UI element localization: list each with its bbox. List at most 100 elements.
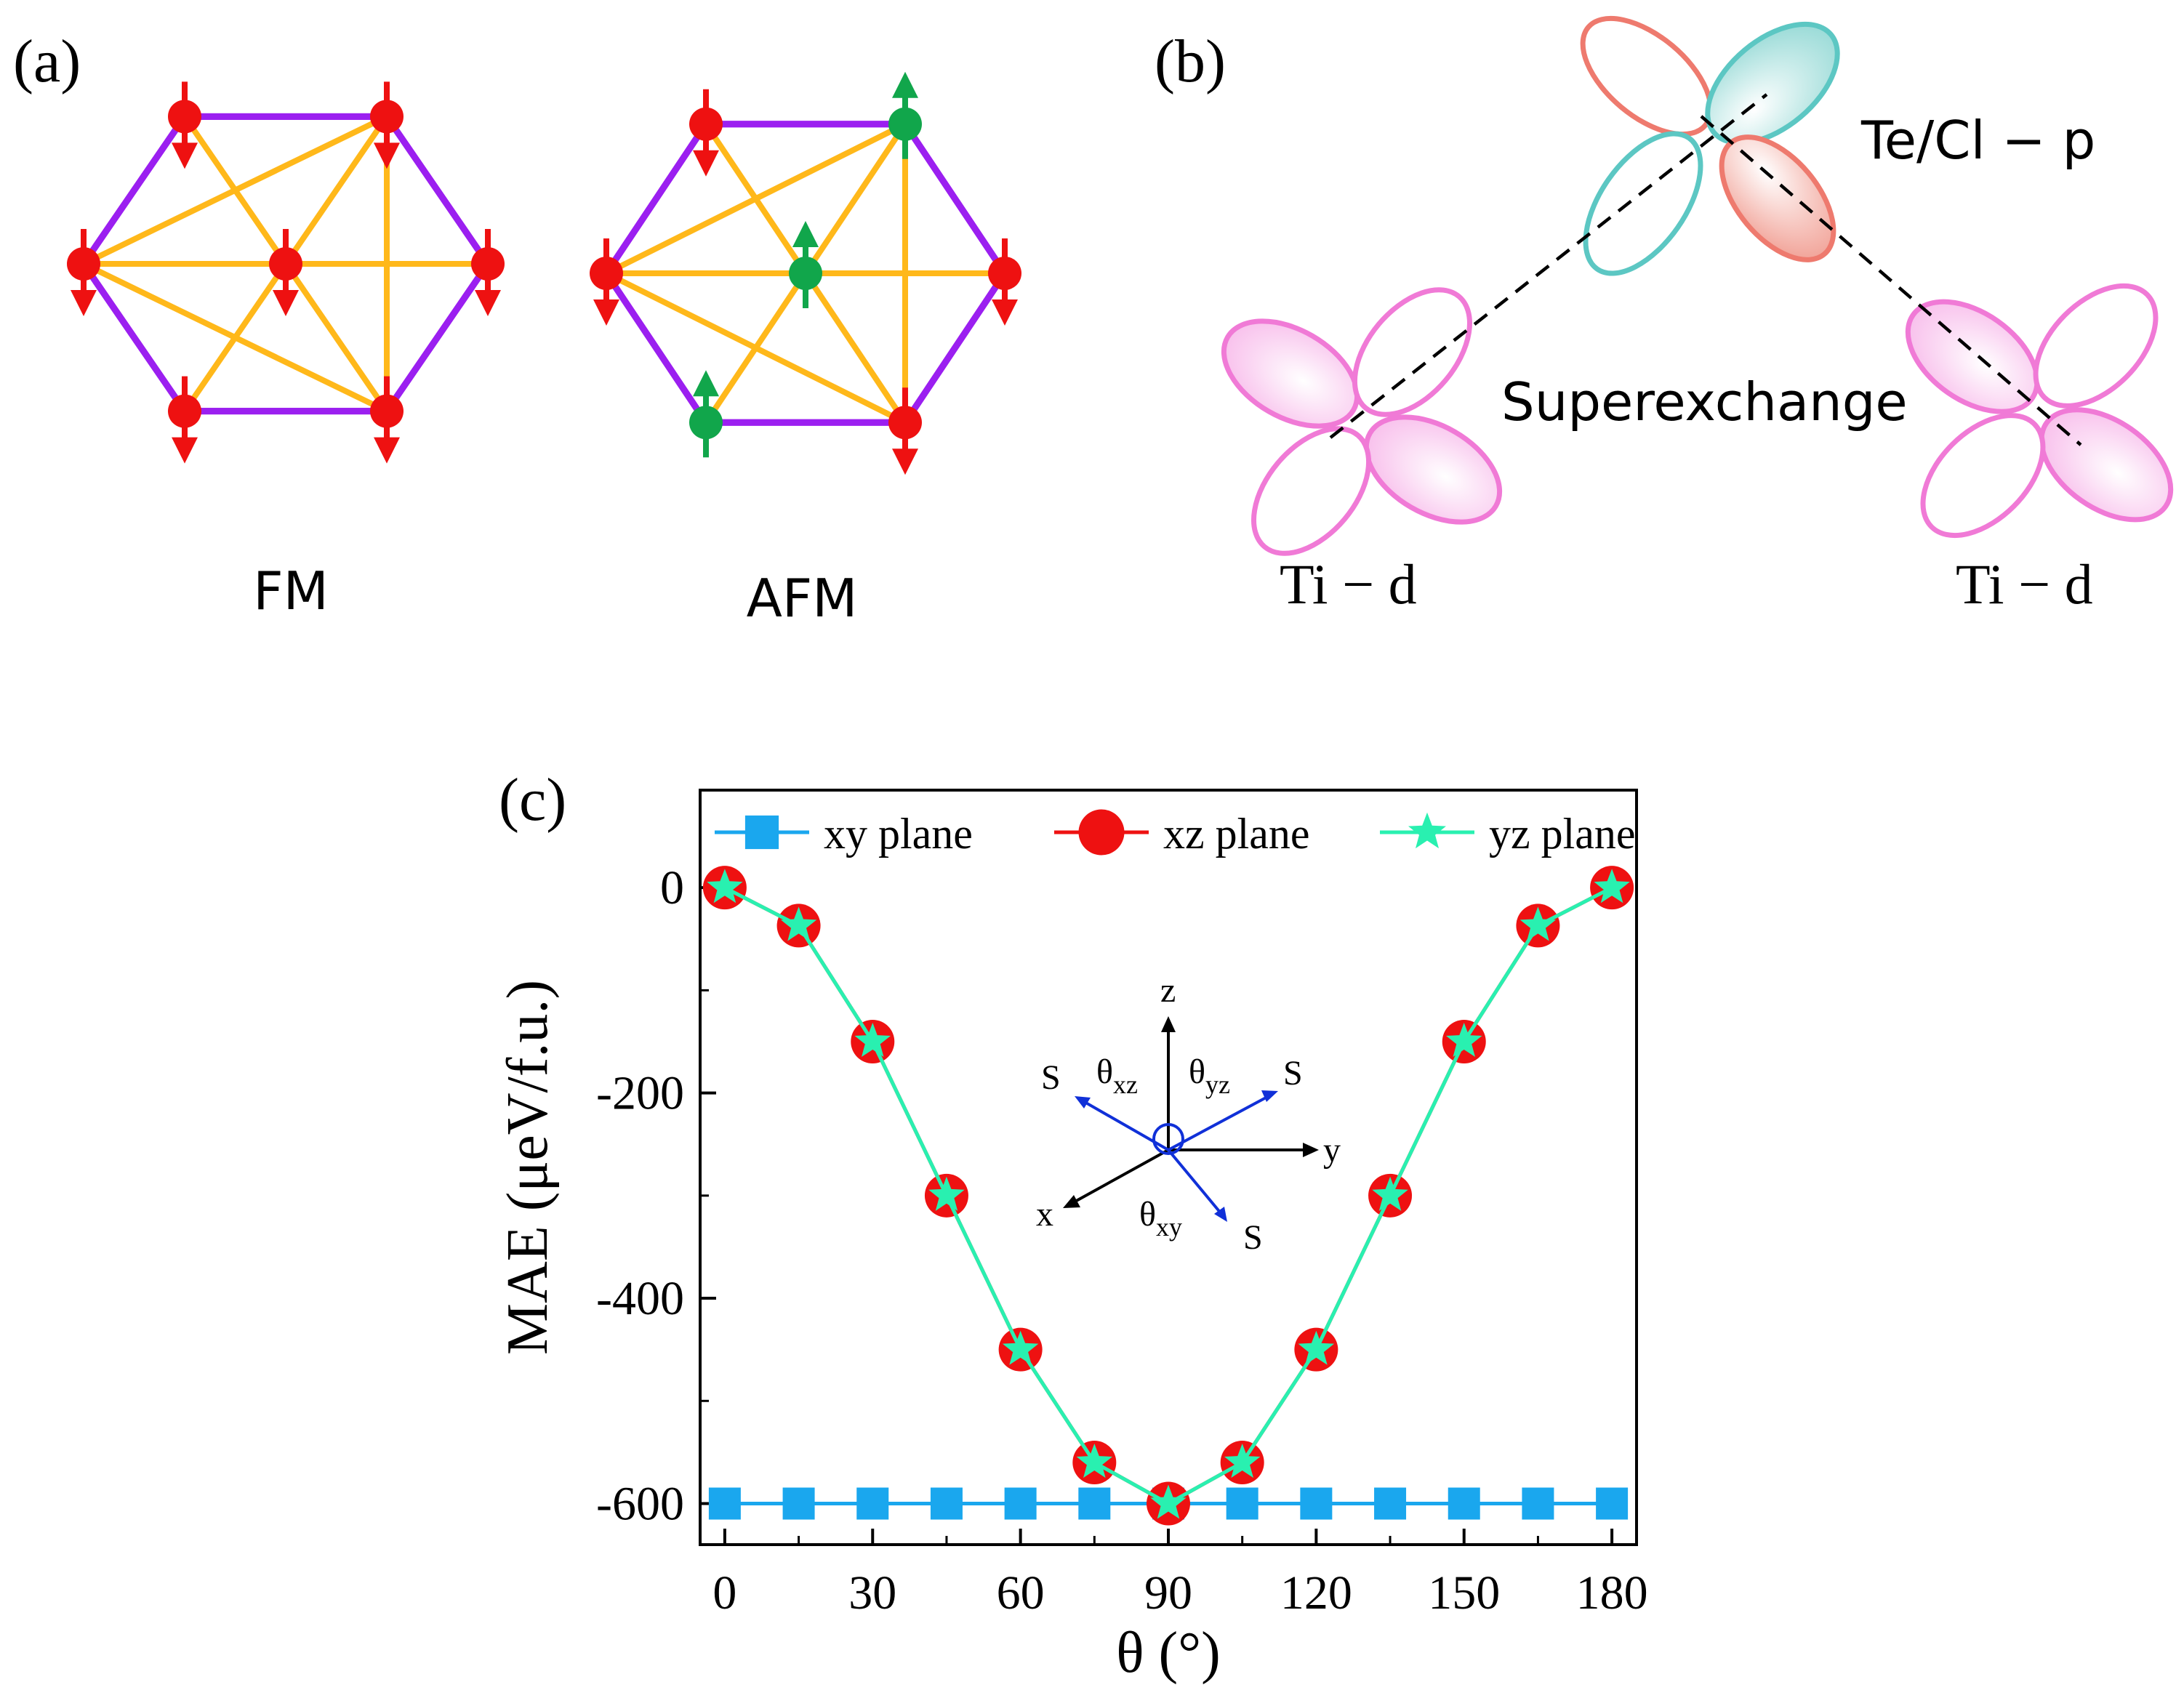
afm-site [590,238,623,326]
afm-caption: AFM [747,568,858,629]
afm-site [888,387,922,475]
fm-site [269,229,302,316]
inset-z-label: z [1160,971,1176,1010]
panel-b-label: (b) [1155,28,1226,95]
legend-label: xy plane [824,810,973,858]
inset-theta-yz: θyz [1189,1053,1230,1099]
square-marker [930,1487,963,1520]
ligand-label: Te/Cl − p [1860,110,2095,171]
legend-item: yz plane [1380,810,1636,858]
x-tick-label: 30 [848,1566,896,1619]
arrowhead [792,221,819,247]
y-tick-label: 0 [660,861,684,914]
afm-site [689,89,723,177]
arrowhead [374,142,400,169]
square-marker [1078,1487,1111,1520]
inset-x-label: x [1036,1195,1053,1234]
legend: xy plane xz plane yz plane [715,809,1636,858]
square-marker [1300,1487,1333,1520]
star-marker [1519,906,1557,941]
atom [370,100,404,134]
arrowhead [593,299,619,326]
legend-label: yz plane [1489,810,1636,858]
fm-site [67,229,100,316]
series-square [708,1487,1629,1520]
atom [689,406,723,440]
star-marker [707,869,743,904]
star-marker [1298,1330,1335,1365]
star-marker [1408,812,1446,849]
arrowhead [71,290,97,316]
x-tick-label: 0 [712,1566,736,1619]
inset-y-label: y [1323,1131,1341,1170]
exchange-path-left [1329,93,1768,439]
exchange-path-right [1700,115,2082,446]
y-tick-label: -400 [596,1272,684,1325]
star-marker [1224,1444,1261,1478]
ti-d-orbital-left [1221,287,1503,556]
series-circle [702,866,1634,1526]
fm-bond [283,115,390,266]
metal-left-label: Ti − d [1280,552,1417,616]
fm-caption: FM [253,560,329,621]
arrowhead [374,437,400,464]
fm-site [370,376,404,464]
afm-lattice [590,71,1021,475]
atom [689,107,723,141]
atom [168,394,201,428]
panel-a: (a) FM AFM [13,28,1021,629]
panel-c-label: (c) [499,766,566,834]
ti-d-orbital-right [1905,283,2174,539]
inset-axes-diagram: z y x S S S θxz θyz θxy [1036,971,1341,1257]
arrowhead [693,370,719,397]
x-tick-label: 90 [1144,1566,1192,1619]
x-tick-label: 180 [1576,1566,1648,1619]
fm-site [370,81,404,169]
star-marker [1150,1484,1187,1519]
square-marker [782,1487,815,1520]
star-marker [1076,1444,1112,1478]
afm-bond [605,121,907,276]
atom [988,257,1021,290]
square-marker [1374,1487,1407,1520]
square-marker [1448,1487,1480,1520]
star-marker [1446,1023,1482,1057]
legend-label: xz plane [1163,810,1310,858]
x-axis-label: θ (°) [1116,1621,1221,1685]
inset-theta-xy: θxy [1139,1195,1182,1242]
square-marker [1226,1487,1258,1520]
square-marker [708,1487,741,1520]
square-marker [1596,1487,1629,1520]
arrowhead [172,142,198,169]
y-axis-label: MAE (μeV/f.u.) [496,980,560,1355]
legend-item: xy plane [715,810,973,858]
fm-bond [82,261,388,414]
arrowhead [475,290,501,316]
fm-lattice [67,81,505,464]
y-tick-label: -600 [596,1478,684,1531]
star-marker [928,1176,965,1211]
arrowhead [892,448,918,475]
star-marker [780,906,817,941]
atom [471,247,505,281]
afm-bond [605,270,907,425]
star-marker [1372,1176,1408,1211]
star-marker [854,1023,891,1057]
fm-site [168,81,201,169]
series-star [707,869,1630,1519]
atom [269,247,302,281]
atom [888,107,922,141]
exchange-label: Superexchange [1501,371,1908,432]
arrowhead [892,71,918,98]
atom [789,257,822,290]
arrowhead [992,299,1018,326]
afm-site [988,238,1021,326]
square-marker [856,1487,889,1520]
x-tick-label: 60 [997,1566,1045,1619]
star-marker [1002,1330,1039,1365]
afm-site [689,370,723,458]
arrowhead [273,290,299,316]
series-layer [702,866,1634,1526]
inset-s-left: S [1041,1058,1061,1097]
